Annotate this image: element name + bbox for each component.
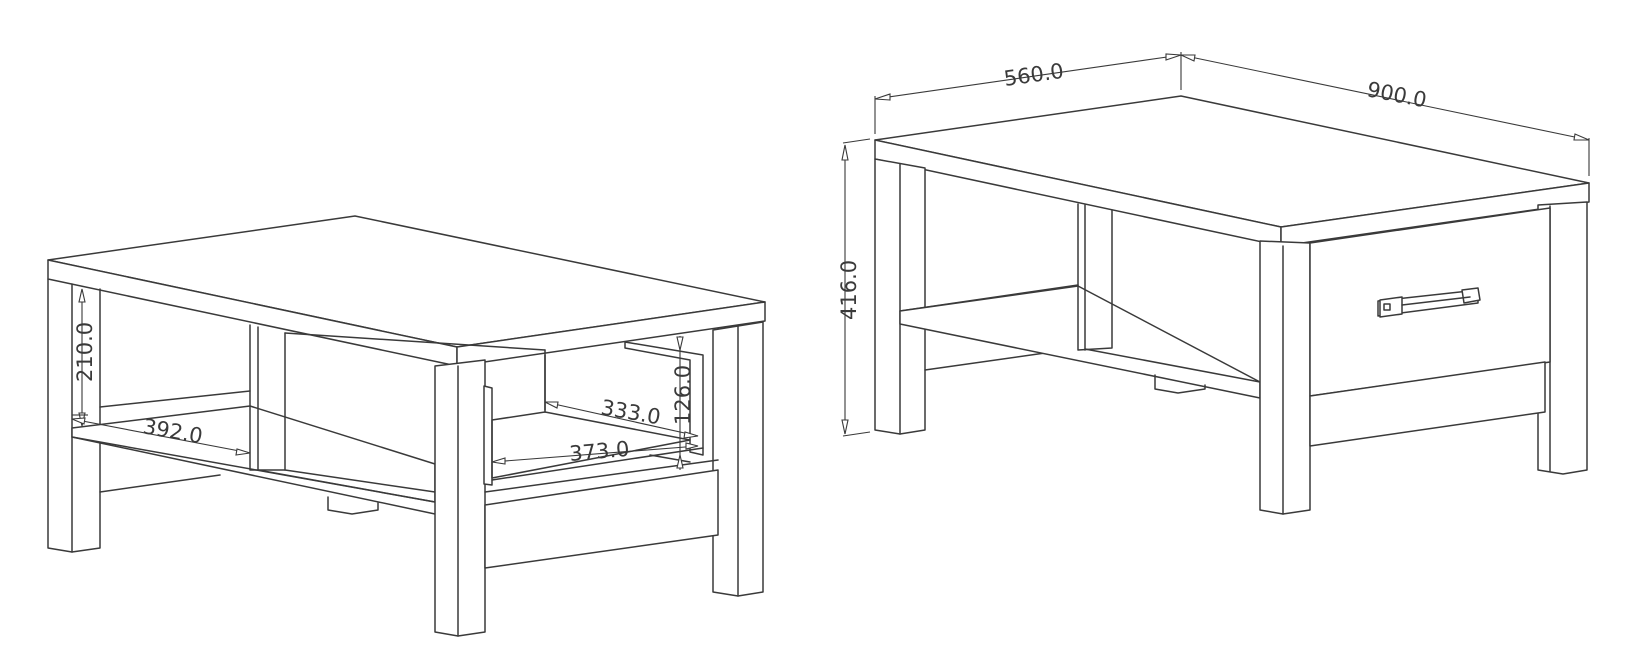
right-foot-block: [1154, 374, 1206, 394]
left-leg-front: [434, 359, 486, 637]
right-drawer-lower-panel: [1309, 361, 1546, 447]
dim-height: 416.0: [837, 260, 861, 320]
left-drawer-side: [624, 341, 704, 456]
drawer-handle: [1377, 287, 1481, 318]
left-drawer-front: [483, 385, 493, 486]
dim-depth: 560.0: [1002, 59, 1065, 91]
dim-drawer-outer-depth: 373.0: [568, 437, 630, 466]
left-drawer-body: [484, 469, 719, 569]
left-table-view: 210.0 392.0 333.0 373.0 126.0: [47, 215, 766, 637]
left-center-post: [249, 324, 286, 471]
right-dimension-lines: [841, 52, 1590, 437]
right-shelf: [899, 285, 1261, 399]
dim-drawer-height: 126.0: [671, 365, 695, 425]
dim-shelf-height: 210.0: [73, 322, 97, 382]
right-table-view: 560.0 900.0 416.0: [837, 52, 1590, 515]
right-tabletop-side-edge: [1280, 182, 1590, 247]
left-foot-block: [327, 496, 379, 515]
left-dimension-lines: [71, 288, 699, 470]
dim-width: 900.0: [1365, 77, 1429, 112]
right-leg-front-left: [1259, 240, 1311, 515]
right-center-post: [1077, 203, 1113, 351]
